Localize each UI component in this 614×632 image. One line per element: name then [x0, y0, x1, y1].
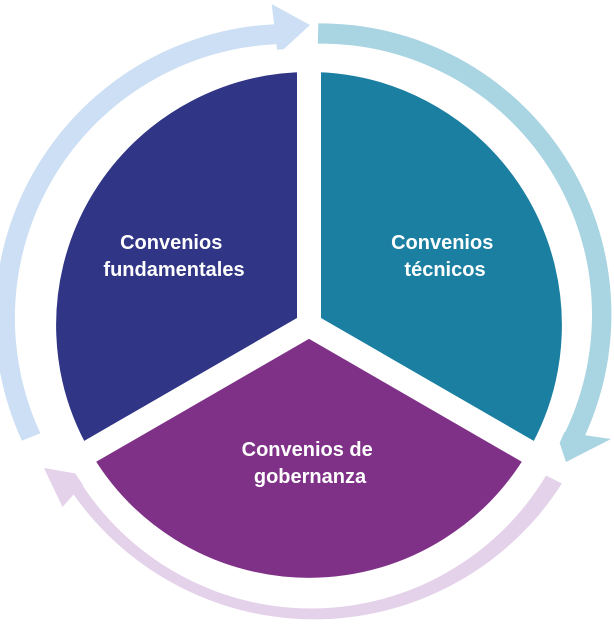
label-fundamentales-line1: Convenios: [120, 232, 222, 254]
arrow-right-shape: [317, 23, 612, 463]
arrow-bottom-shape: [44, 468, 562, 620]
label-gobernanza: Convenios de gobernanza: [242, 439, 379, 488]
label-tecnicos-line2: técnicos: [404, 259, 485, 281]
label-gobernanza-line2: gobernanza: [254, 466, 367, 488]
label-tecnicos: Convenios técnicos: [391, 232, 499, 281]
label-tecnicos-line1: Convenios: [391, 232, 493, 254]
label-fundamentales-line2: fundamentales: [103, 259, 244, 281]
label-gobernanza-line1: Convenios de: [242, 439, 373, 461]
arrow-top-left-shape: [0, 4, 310, 441]
label-fundamentales: Convenios fundamentales: [103, 232, 244, 281]
segment-gobernanza: [63, 311, 555, 602]
